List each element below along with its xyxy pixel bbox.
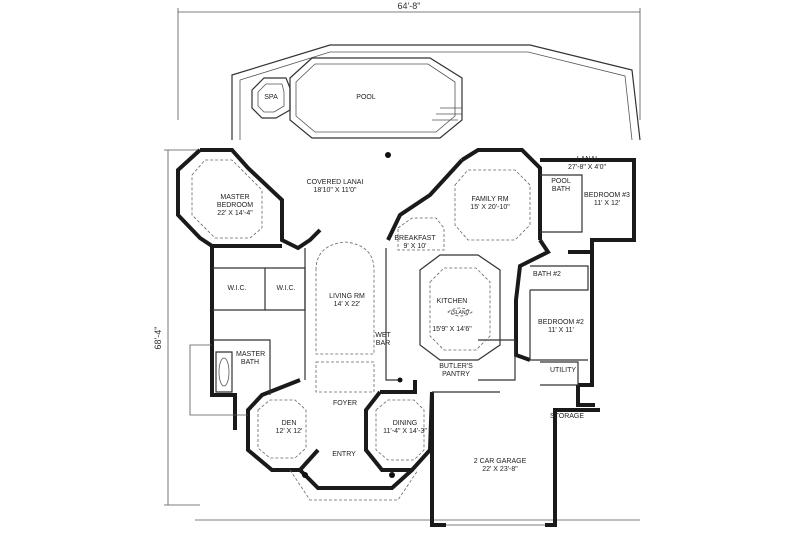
family-rm-label: FAMILY RM 15' X 20'-10" bbox=[470, 196, 509, 212]
family-rm-size: 15' X 20'-10" bbox=[470, 204, 510, 211]
foyer-label: FOYER bbox=[332, 400, 358, 407]
bath2-label: BATH #2 bbox=[533, 271, 561, 278]
master-tub bbox=[215, 351, 233, 393]
bedroom2-size: 11' X 11' bbox=[548, 327, 574, 334]
columns bbox=[302, 152, 403, 478]
overall-depth-dimension: 68'-4" bbox=[153, 326, 163, 350]
spa-shape bbox=[251, 77, 291, 119]
breakfast-label: BREAKFAST 9' X 10' bbox=[394, 235, 435, 251]
master-bath-label: MASTER BATH bbox=[236, 351, 266, 366]
butlers-pantry-label: BUTLER'S PANTRY bbox=[439, 363, 473, 378]
interior-walls bbox=[212, 174, 589, 395]
dining-label: DINING 11'-4" X 14'-3" bbox=[383, 420, 427, 436]
bedroom3-label: BEDROOM #3 11' X 12' bbox=[584, 192, 630, 208]
dining-size: 11'-4" X 14'-3" bbox=[383, 428, 427, 435]
lanai-name: LANAI bbox=[576, 156, 598, 163]
pool-bath-label: POOL BATH bbox=[551, 178, 571, 193]
master-bedroom-size: 22' X 14'-4" bbox=[217, 210, 253, 217]
bedroom2-label: BEDROOM #2 11' X 11' bbox=[538, 319, 584, 335]
entry-porch bbox=[289, 469, 419, 501]
covered-lanai-name: COVERED LANAI bbox=[306, 179, 364, 186]
pool-label: POOL bbox=[356, 94, 376, 101]
pool-deck bbox=[231, 44, 641, 141]
utility-label: UTILITY bbox=[549, 367, 577, 374]
covered-lanai-size: 18'10" X 11'0" bbox=[313, 187, 357, 194]
lanai-label: LANAI 27'-8" X 4'0" bbox=[568, 156, 606, 172]
covered-lanai-label: COVERED LANAI 18'10" X 11'0" bbox=[307, 179, 364, 195]
spa-label: SPA bbox=[264, 94, 278, 101]
garage-name: 2 CAR GARAGE bbox=[473, 458, 527, 465]
wet-bar-label: WET BAR bbox=[375, 332, 391, 347]
den-size: 12' X 12' bbox=[275, 428, 303, 435]
living-rm-label: LIVING RM 14' X 22' bbox=[329, 293, 365, 309]
garage-label: 2 CAR GARAGE 22' X 23'-8" bbox=[474, 458, 527, 474]
garage-size: 22' X 23'-8" bbox=[482, 466, 518, 473]
master-bedroom-name: MASTER BEDROOM bbox=[216, 194, 254, 209]
master-bedroom-label: MASTER BEDROOM 22' X 14'-4" bbox=[210, 194, 260, 218]
bedroom3-name: BEDROOM #3 bbox=[584, 192, 630, 199]
storage-label: STORAGE bbox=[549, 413, 585, 420]
family-rm-name: FAMILY RM bbox=[471, 196, 509, 203]
kitchen-size: 15'9" X 14'6" bbox=[432, 326, 472, 333]
wic1-label: W.I.C. bbox=[227, 285, 247, 292]
entry-label: ENTRY bbox=[332, 451, 356, 458]
lanai-size: 27'-8" X 4'0" bbox=[568, 164, 606, 171]
exterior-walls bbox=[176, 148, 636, 527]
bedroom3-size: 11' X 12' bbox=[593, 200, 621, 207]
living-rm-name: LIVING RM bbox=[329, 293, 365, 300]
wic2-label: W.I.C. bbox=[276, 285, 296, 292]
island-label: ISLAND bbox=[450, 310, 470, 316]
ceiling-outlines bbox=[191, 159, 531, 461]
kitchen-name: KITCHEN bbox=[436, 298, 468, 305]
dimension-lines bbox=[164, 8, 641, 521]
bedroom2-name: BEDROOM #2 bbox=[538, 319, 584, 326]
side-patio bbox=[189, 344, 248, 416]
den-name: DEN bbox=[281, 420, 297, 427]
breakfast-size: 9' X 10' bbox=[403, 243, 427, 250]
breakfast-name: BREAKFAST bbox=[394, 235, 436, 242]
den-label: DEN 12' X 12' bbox=[276, 420, 303, 436]
living-rm-size: 14' X 22' bbox=[333, 301, 361, 308]
overall-width-dimension: 64'-8" bbox=[397, 1, 421, 11]
pool-shape bbox=[289, 57, 463, 139]
dining-name: DINING bbox=[392, 420, 418, 427]
